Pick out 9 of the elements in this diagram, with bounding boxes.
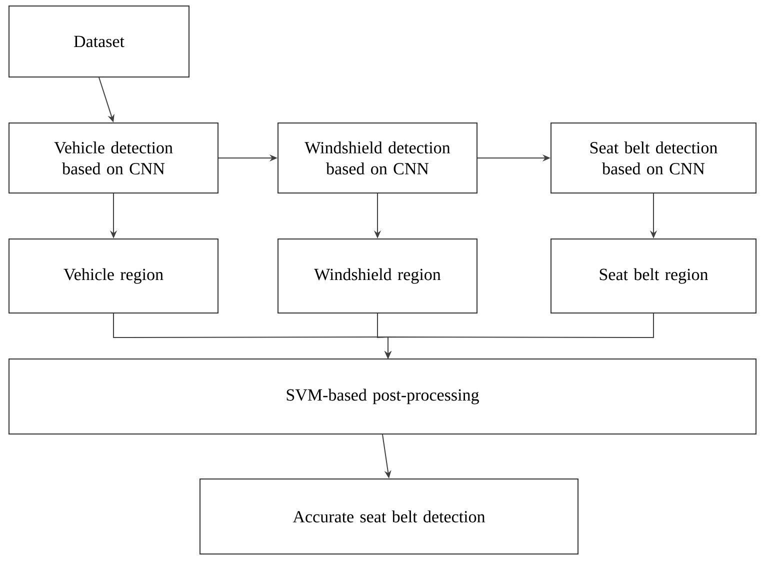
process-box: Seat belt detection based on CNN [550,122,756,194]
process-box: Accurate seat belt detection [200,478,578,554]
process-box: Seat belt region [550,238,756,314]
process-box: Dataset [8,6,190,78]
process-box: Windshield detection based on CNN [278,122,478,194]
process-box: Windshield region [278,238,478,314]
process-box: Vehicle region [8,238,218,314]
process-box: SVM-based post-processing [8,358,756,434]
process-box: Vehicle detection based on CNN [8,122,218,194]
